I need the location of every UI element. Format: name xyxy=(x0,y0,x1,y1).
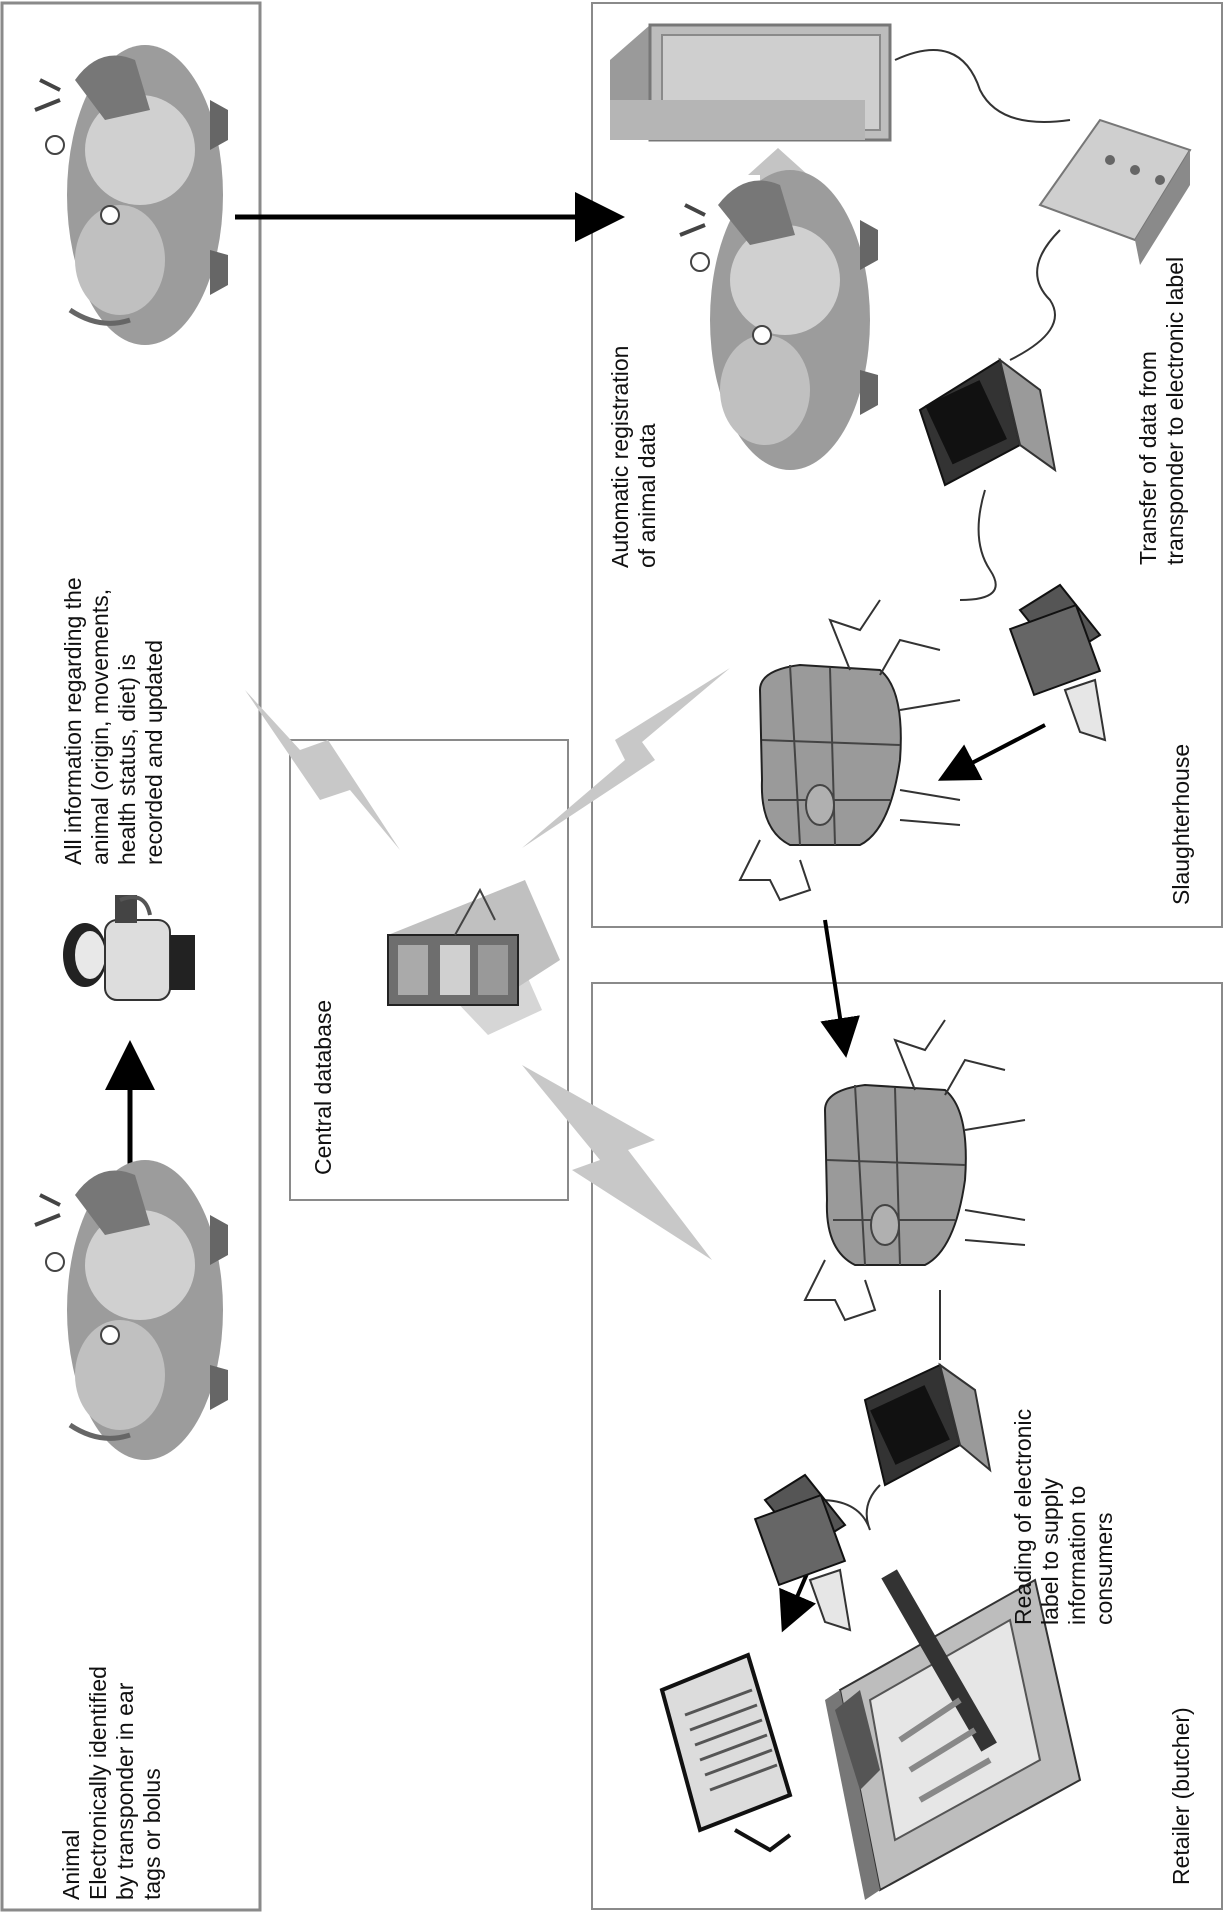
central-database-panel xyxy=(289,739,569,1201)
slaughterhouse-text: Slaughterhouse xyxy=(1168,743,1194,905)
label-printer-icon xyxy=(1008,583,1107,742)
reading-label: Reading of electronic label to supply in… xyxy=(1010,1409,1118,1625)
monitor-screen-icon xyxy=(610,23,892,225)
reading-line-3: information to xyxy=(1064,1485,1090,1625)
arrow-printer-to-carcass xyxy=(937,723,1046,781)
server-computer-icon xyxy=(387,880,560,1006)
central-database-text: Central database xyxy=(310,999,336,1175)
reading-line-1: Reading of electronic xyxy=(1010,1408,1036,1625)
retailer-text: Retailer (butcher) xyxy=(1168,1707,1194,1885)
transponder-reader-icon xyxy=(1038,118,1192,265)
animal-label-line-2: Electronically identified xyxy=(85,1666,111,1900)
all-information-line-4: recorded and updated xyxy=(141,639,167,865)
farm-panel xyxy=(0,1,262,1912)
lightning-bolt-icon xyxy=(522,1065,712,1260)
animal-label-line-3: by transponder in ear xyxy=(112,1682,138,1900)
cow-icon xyxy=(679,170,878,470)
animal-label: Animal Electronically identified by tran… xyxy=(58,1666,166,1900)
laptop-icon xyxy=(863,1362,992,1487)
slaughterhouse-label: Slaughterhouse xyxy=(1168,744,1195,905)
slaughterhouse-panel xyxy=(591,2,1223,928)
label-printer-icon xyxy=(753,1473,852,1632)
laptop-icon xyxy=(918,357,1057,487)
transfer-line-1: Transfer of data from xyxy=(1135,351,1161,565)
transfer-line-2: transponder to electronic label xyxy=(1162,256,1188,565)
central-database-label: Central database xyxy=(310,1000,337,1175)
arrow-slaughterhouse-to-retailer xyxy=(820,919,860,1058)
cable xyxy=(1009,229,1061,361)
automatic-registration-line-1: Automatic registration xyxy=(607,345,633,568)
all-information-line-1: All information regarding the xyxy=(60,577,86,865)
retailer-panel xyxy=(591,982,1223,1910)
automatic-registration-line-2: of animal data xyxy=(634,423,660,568)
animal-label-line-4: tags or bolus xyxy=(139,1768,165,1900)
automatic-registration-label: Automatic registration of animal data xyxy=(607,346,661,568)
reading-line-4: consumers xyxy=(1091,1512,1117,1625)
butcher-shop-icon xyxy=(825,1569,1082,1900)
cable xyxy=(819,1484,881,1531)
all-information-line-2: animal (origin, movements, xyxy=(87,588,113,865)
display-tablet-icon xyxy=(659,1652,793,1853)
carcass-icon xyxy=(803,1019,1026,1322)
carcass-icon xyxy=(738,599,961,902)
reading-line-2: label to supply xyxy=(1037,1477,1063,1625)
all-information-line-3: health status, diet) is xyxy=(114,654,140,865)
cow-icon xyxy=(34,1160,228,1460)
cable xyxy=(959,489,997,601)
cable xyxy=(894,49,1071,123)
retailer-label: Retailer (butcher) xyxy=(1168,1707,1195,1885)
lightning-bolt-icon xyxy=(245,690,400,850)
all-information-label: All information regarding the animal (or… xyxy=(60,577,168,865)
cow-icon xyxy=(34,45,228,345)
animal-label-line-1: Animal xyxy=(58,1829,84,1900)
transfer-label: Transfer of data from transponder to ele… xyxy=(1135,257,1189,565)
lightning-bolt-icon xyxy=(522,668,730,848)
farmer-with-reader-icon xyxy=(63,895,195,1001)
